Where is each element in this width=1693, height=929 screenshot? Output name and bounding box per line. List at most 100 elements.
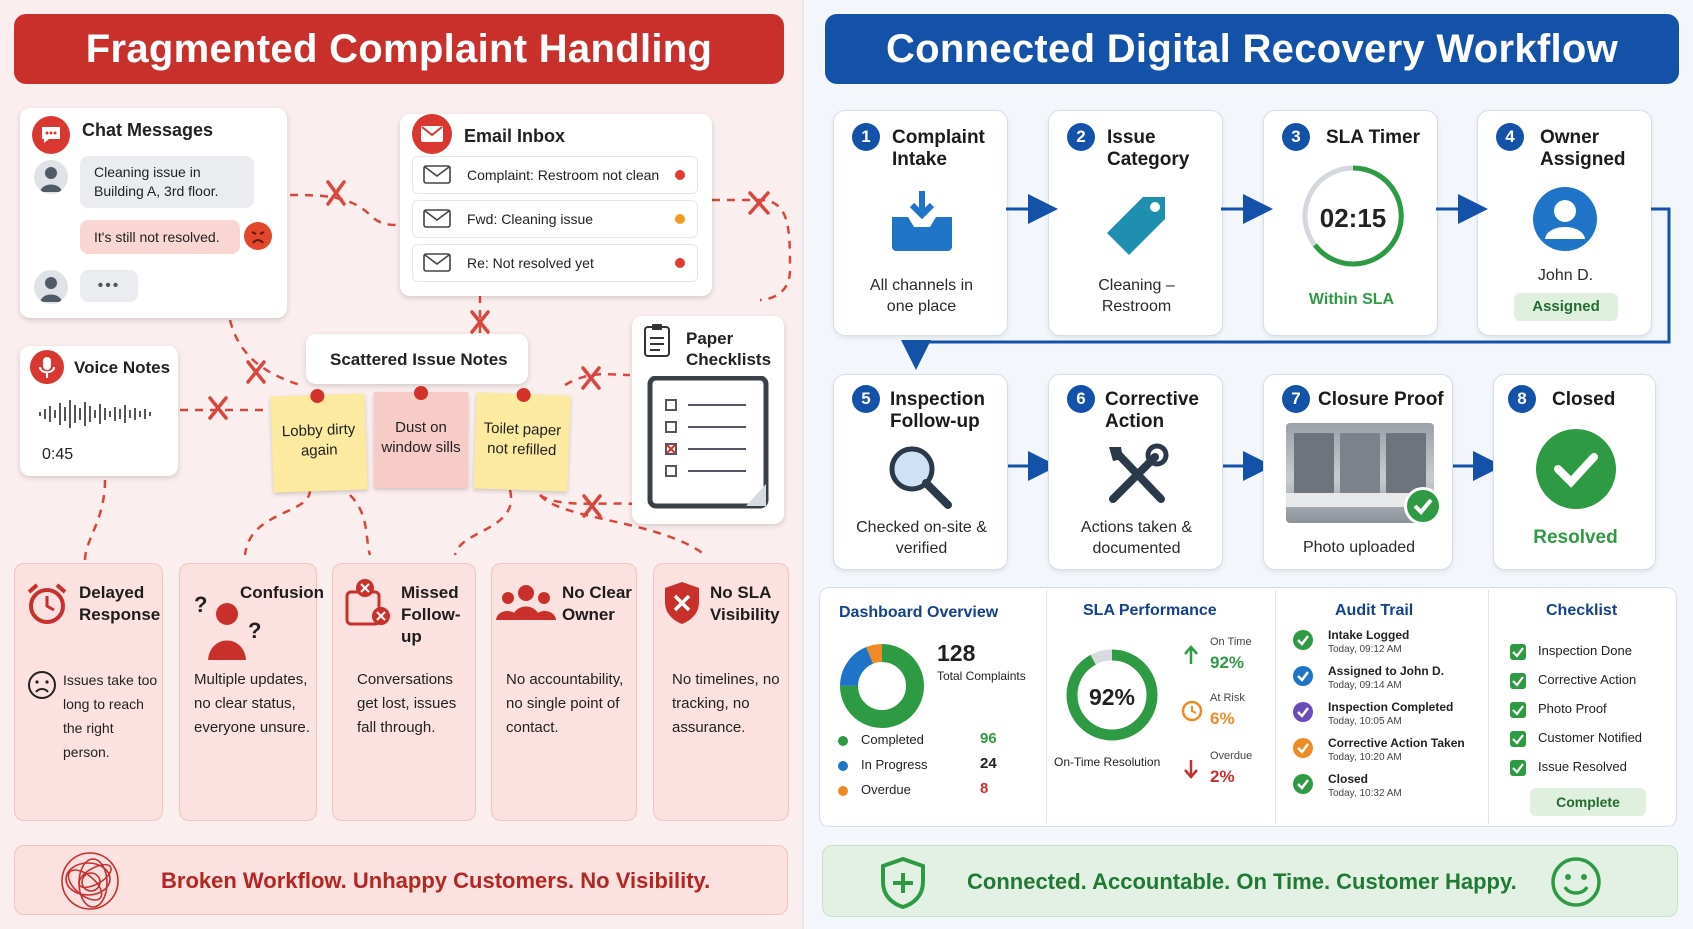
problem-desc: No accountability, no single point of co… bbox=[506, 671, 624, 736]
clipboard-small-icon bbox=[644, 324, 670, 357]
left-title: Fragmented Complaint Handling bbox=[85, 26, 713, 71]
total-complaints-value: 128 bbox=[937, 640, 976, 666]
resolved-check-icon bbox=[1536, 429, 1616, 509]
checklist-item-label: Customer Notified bbox=[1538, 730, 1643, 745]
step-number: 6 bbox=[1067, 385, 1095, 413]
email-status-dot bbox=[675, 258, 685, 268]
panel-separator bbox=[1488, 590, 1489, 824]
step-number: 2 bbox=[1067, 123, 1095, 151]
legend-value: 8 bbox=[980, 780, 989, 797]
note-pin-icon bbox=[310, 388, 325, 404]
problem-card-delayed: Delayed Response Issues take too long to… bbox=[14, 563, 163, 821]
step-card-1: 1 Complaint Intake All channels in one p… bbox=[833, 110, 1008, 336]
on-time-label: On Time bbox=[1210, 636, 1252, 648]
audit-step-icon bbox=[1293, 774, 1313, 794]
inbox-tray-icon bbox=[892, 191, 952, 251]
problem-title: Confusion bbox=[240, 583, 325, 602]
chat-icon bbox=[32, 116, 70, 154]
down-arrow-icon bbox=[1184, 760, 1198, 779]
note-pin-icon bbox=[516, 387, 531, 403]
voice-duration: 0:45 bbox=[42, 446, 74, 463]
complete-button[interactable]: Complete bbox=[1530, 788, 1646, 816]
overdue-label: Overdue bbox=[1210, 750, 1253, 762]
right-footer: Connected. Accountable. On Time. Custome… bbox=[822, 845, 1678, 917]
step-title: Issue Category bbox=[1107, 127, 1190, 170]
clipboard-checklist-icon bbox=[647, 376, 769, 509]
chat-messages-card: Chat Messages Cleaning issue in Building… bbox=[20, 108, 287, 318]
step-number: 7 bbox=[1282, 385, 1310, 413]
right-footer-text: Connected. Accountable. On Time. Custome… bbox=[967, 869, 1517, 894]
email-subject: Re: Not resolved yet bbox=[467, 255, 594, 271]
happy-face-icon bbox=[1551, 857, 1601, 907]
step-desc: Cleaning – Restroom bbox=[1098, 277, 1175, 315]
step-title: Inspection Follow-up bbox=[890, 389, 986, 432]
checkbox-checked-icon[interactable] bbox=[1510, 673, 1526, 689]
audit-item-title: Assigned to John D. bbox=[1328, 664, 1445, 678]
owner-avatar-icon bbox=[1533, 187, 1597, 251]
step-title: Corrective Action bbox=[1105, 389, 1199, 432]
confused-person-icon: ?? bbox=[194, 592, 261, 660]
sad-face-icon bbox=[28, 671, 56, 699]
step-desc: Checked on-site & verified bbox=[856, 519, 987, 557]
email-title: Email Inbox bbox=[464, 126, 566, 146]
note-text-3: Toilet paper not refilled bbox=[483, 419, 562, 460]
audit-step-icon bbox=[1293, 702, 1313, 722]
magnifier-icon bbox=[889, 446, 952, 509]
step-card-3: 3 SLA Timer 02:15 Within SLA bbox=[1263, 110, 1438, 336]
paper-checklists-card: Paper Checklists bbox=[632, 316, 784, 524]
sla-title: SLA Performance bbox=[1083, 602, 1217, 619]
audit-step-icon bbox=[1293, 666, 1313, 686]
flow-arrows bbox=[901, 194, 1671, 481]
problem-card-missed: Missed Follow-up Conversations get lost,… bbox=[332, 563, 476, 821]
envelope-icon bbox=[423, 253, 451, 272]
checklist-item-label: Corrective Action bbox=[1538, 672, 1637, 687]
angry-emoji-icon bbox=[244, 222, 272, 250]
step-desc: Resolved bbox=[1533, 527, 1618, 548]
note-text-1: Lobby dirty again bbox=[281, 420, 356, 460]
total-complaints-label: Total Complaints bbox=[937, 669, 1026, 683]
step-number: 1 bbox=[852, 123, 880, 151]
sticky-note-2: Dust on window sills bbox=[374, 386, 468, 488]
shield-x-icon bbox=[665, 582, 699, 624]
audit-item-title: Corrective Action Taken bbox=[1328, 736, 1465, 750]
legend-dot bbox=[838, 761, 848, 771]
checkbox-checked-icon[interactable] bbox=[1510, 702, 1526, 718]
problem-desc: Multiple updates, no clear status, every… bbox=[194, 671, 310, 736]
audit-item-title: Inspection Completed bbox=[1328, 700, 1454, 714]
owner-name: John D. bbox=[1537, 267, 1594, 284]
svg-text:?: ? bbox=[248, 618, 261, 643]
email-row[interactable]: Complaint: Restroom not clean bbox=[412, 156, 698, 194]
checkbox-checked-icon[interactable] bbox=[1510, 731, 1526, 747]
donut-slice-overdue bbox=[840, 644, 924, 728]
checkbox-checked-icon[interactable] bbox=[1510, 760, 1526, 776]
email-subject: Complaint: Restroom not clean bbox=[467, 167, 660, 183]
panel-separator bbox=[1046, 590, 1047, 824]
svg-text:?: ? bbox=[194, 592, 207, 617]
step-card-7: 7 Closure Proof Photo uploaded bbox=[1263, 374, 1453, 570]
group-people-icon bbox=[496, 585, 556, 620]
step-number: 3 bbox=[1282, 123, 1310, 151]
checklist-item-label: Issue Resolved bbox=[1538, 759, 1627, 774]
step-desc: Photo uploaded bbox=[1302, 539, 1416, 556]
sla-caption: On-Time Resolution bbox=[1054, 755, 1161, 769]
checkbox-checked-icon[interactable] bbox=[1510, 644, 1526, 660]
audit-item-time: Today, 10:05 AM bbox=[1328, 716, 1402, 727]
microphone-icon bbox=[30, 350, 64, 384]
problem-title: No Clear Owner bbox=[562, 583, 632, 624]
problem-card-owner: No Clear Owner No accountability, no sin… bbox=[491, 563, 637, 821]
step-card-2: 2 Issue Category Cleaning – Restroom bbox=[1048, 110, 1223, 336]
audit-step-icon bbox=[1293, 738, 1313, 758]
email-subject: Fwd: Cleaning issue bbox=[467, 211, 594, 227]
audit-item-time: Today, 10:20 AM bbox=[1328, 752, 1402, 763]
user-avatar bbox=[34, 160, 68, 194]
audit-item-title: Closed bbox=[1328, 772, 1369, 786]
panel-divider bbox=[802, 0, 804, 929]
legend-dot bbox=[838, 736, 848, 746]
bottom-panels bbox=[819, 587, 1677, 827]
legend-dot bbox=[838, 786, 848, 796]
problem-card-confusion: ?? Confusion Multiple updates, no clear … bbox=[179, 563, 325, 821]
email-row[interactable]: Re: Not resolved yet bbox=[412, 244, 698, 282]
problem-desc: Conversations get lost, issues fall thro… bbox=[357, 671, 457, 736]
step-card-8: 8 Closed Resolved bbox=[1493, 374, 1656, 570]
email-row[interactable]: Fwd: Cleaning issue bbox=[412, 200, 698, 238]
